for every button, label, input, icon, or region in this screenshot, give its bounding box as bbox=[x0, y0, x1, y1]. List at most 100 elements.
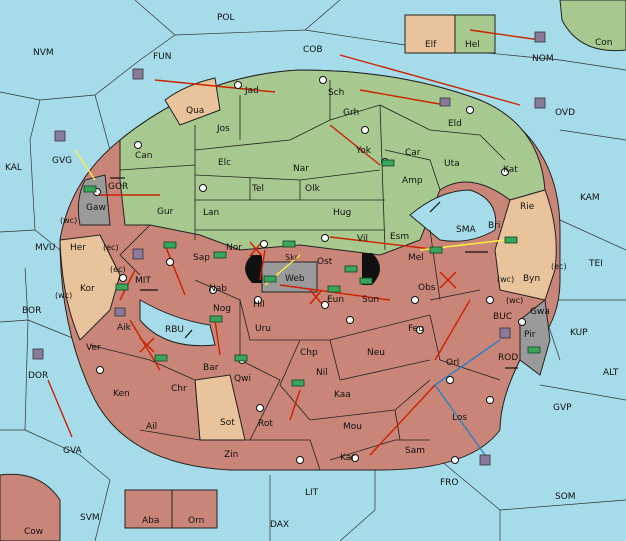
label-dax: DAX bbox=[270, 520, 289, 530]
label-orn: Orn bbox=[188, 516, 204, 526]
label-eld: Eld bbox=[448, 119, 462, 129]
label-sun: Sun bbox=[362, 295, 379, 305]
label-grh: Grh bbox=[343, 108, 359, 118]
label-sma: SMA bbox=[456, 225, 476, 235]
label-aik: Aik bbox=[117, 323, 132, 333]
label-buc: BUC bbox=[493, 312, 512, 322]
label-fro: FRO bbox=[440, 478, 459, 488]
label-gaw: Gaw bbox=[86, 203, 106, 213]
label-mvu: MVU bbox=[35, 243, 56, 253]
label-gor: GOR bbox=[108, 182, 128, 192]
label-jos: Jos bbox=[216, 124, 230, 134]
label-bri: Bri bbox=[488, 221, 500, 231]
fleet-unit bbox=[54, 130, 66, 142]
label-nor: Nor bbox=[226, 243, 242, 253]
label-kor: Kor bbox=[80, 284, 95, 294]
label-kal: KAL bbox=[5, 163, 22, 173]
army-unit bbox=[263, 275, 277, 283]
territory-elf bbox=[404, 14, 456, 54]
label-gva: GVA bbox=[63, 446, 83, 456]
label-hil: Hil bbox=[253, 300, 265, 310]
label-sch: Sch bbox=[328, 88, 344, 98]
fleet-unit bbox=[499, 327, 511, 339]
army-unit bbox=[291, 379, 305, 387]
label-vil: Vil bbox=[357, 234, 368, 244]
label-rod: ROD bbox=[498, 353, 518, 363]
label-nom: NOM bbox=[532, 54, 554, 64]
label-her: Her bbox=[70, 243, 86, 253]
territory-aba bbox=[124, 489, 173, 529]
label-chp: Chp bbox=[300, 348, 318, 358]
label-ec2: (ec) bbox=[110, 265, 126, 274]
label-rie: Rie bbox=[520, 202, 535, 212]
label-con: Con bbox=[595, 38, 613, 48]
fleet-unit bbox=[114, 307, 126, 317]
label-ail: Ail bbox=[146, 422, 157, 432]
land-labels: Con Elf Hel Jad Sch Qua Jos Grh Eld Can … bbox=[24, 38, 613, 537]
label-tei: TEI bbox=[588, 259, 603, 269]
label-amp: Amp bbox=[402, 176, 423, 186]
label-nab: Nab bbox=[209, 284, 227, 294]
territory-cow bbox=[0, 473, 61, 541]
label-ken: Ken bbox=[113, 389, 130, 399]
label-kaa: Kaa bbox=[334, 390, 351, 400]
failed-orders bbox=[139, 241, 457, 353]
label-gwa: Gwa bbox=[530, 307, 550, 317]
label-ost: Ost bbox=[317, 257, 333, 267]
label-ovd: OVD bbox=[555, 108, 575, 118]
label-cow: Cow bbox=[24, 527, 43, 537]
label-hel: Hel bbox=[465, 40, 480, 50]
label-lan: Lan bbox=[203, 208, 219, 218]
army-unit bbox=[282, 240, 296, 248]
army-unit bbox=[527, 346, 541, 354]
label-skr: Skr bbox=[285, 253, 299, 262]
sea-labels: POL NVM FUN COB NOM OVD KAL GVG GOR KAM … bbox=[5, 13, 619, 530]
fleet-unit bbox=[534, 31, 546, 43]
label-yok: Yok bbox=[355, 146, 372, 156]
army-unit bbox=[344, 265, 358, 273]
label-kam: KAM bbox=[580, 193, 600, 203]
army-unit bbox=[115, 283, 129, 291]
label-ver: Ver bbox=[86, 343, 101, 353]
label-mit: MIT bbox=[135, 276, 151, 286]
label-qwi: Qwi bbox=[234, 374, 251, 384]
label-uta: Uta bbox=[444, 159, 460, 169]
fleet-unit bbox=[439, 97, 451, 107]
army-unit bbox=[359, 277, 373, 285]
label-olk: Olk bbox=[305, 184, 321, 194]
label-kat: Kat bbox=[503, 165, 518, 175]
label-tel: Tel bbox=[251, 184, 264, 194]
label-sam: Sam bbox=[405, 446, 425, 456]
label-zin: Zin bbox=[224, 450, 238, 460]
order-arrows bbox=[47, 29, 541, 456]
label-pir: Pir bbox=[524, 330, 536, 340]
label-obs: Obs bbox=[418, 283, 436, 293]
army-unit bbox=[163, 241, 177, 249]
label-sot: Sot bbox=[220, 418, 235, 428]
fleet-unit bbox=[132, 248, 144, 260]
label-jad: Jad bbox=[244, 86, 259, 96]
label-wc2: (wc) bbox=[497, 275, 514, 284]
label-elf: Elf bbox=[425, 40, 437, 50]
territory-pir bbox=[519, 299, 551, 376]
label-chr: Chr bbox=[171, 384, 187, 394]
label-wc1: (wc) bbox=[60, 216, 77, 225]
army-unit bbox=[381, 159, 395, 167]
label-nog: Nog bbox=[213, 304, 231, 314]
label-eun: Eun bbox=[327, 295, 344, 305]
units bbox=[32, 31, 546, 466]
label-nvm: NVM bbox=[33, 48, 54, 58]
label-feu: Feu bbox=[408, 324, 424, 334]
label-qua: Qua bbox=[186, 106, 204, 116]
label-rot: Rot bbox=[258, 419, 273, 429]
label-fun: FUN bbox=[153, 52, 172, 62]
army-unit bbox=[234, 354, 248, 362]
army-unit bbox=[209, 315, 223, 323]
label-los: Los bbox=[452, 413, 467, 423]
label-kar: Kar bbox=[340, 453, 355, 463]
label-orl: Orl bbox=[446, 358, 459, 368]
label-wc4: (wc) bbox=[506, 296, 523, 305]
label-mel: Mel bbox=[408, 253, 424, 263]
fleet-unit bbox=[32, 348, 44, 360]
